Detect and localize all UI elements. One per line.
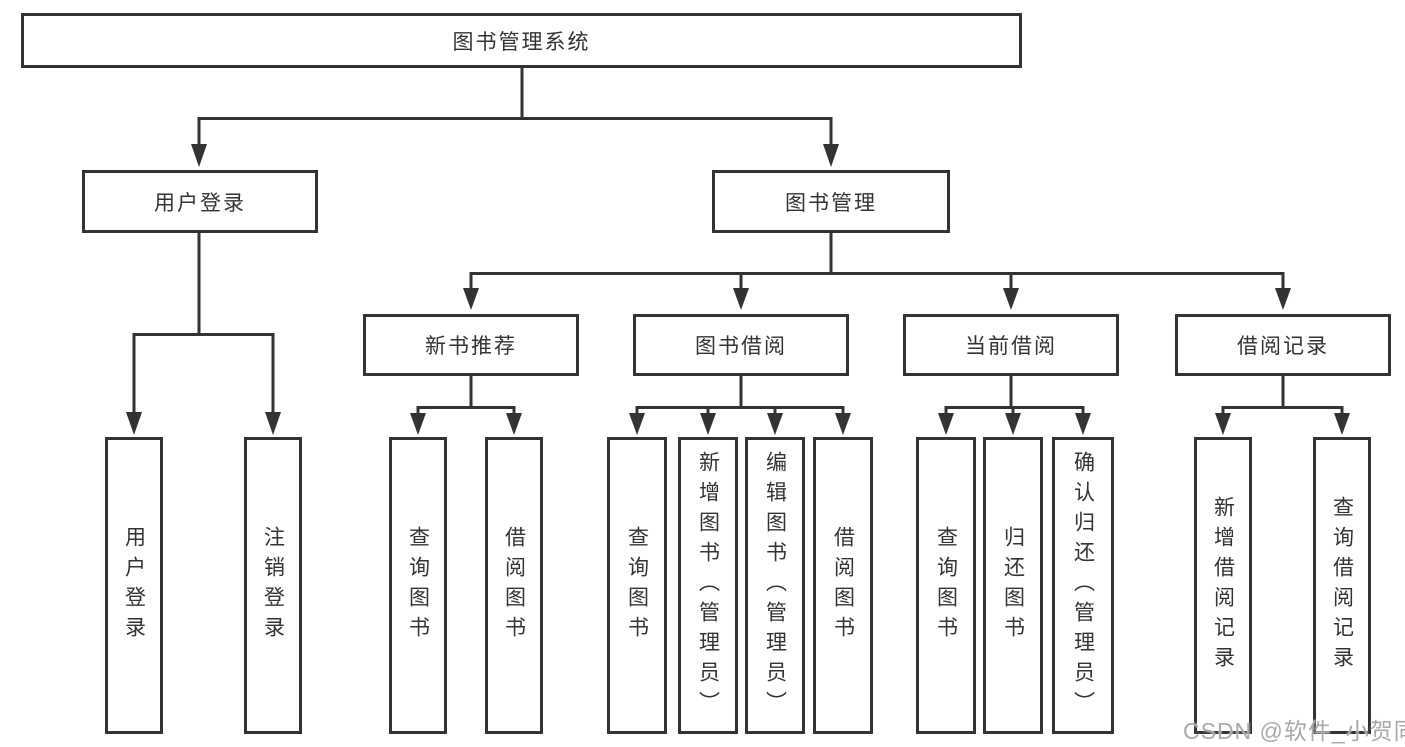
leaf-confirm-return-admin: 确认归还（管理员） <box>1052 437 1114 734</box>
arrow-down-icon <box>767 413 783 435</box>
arrow-down-icon <box>1334 413 1350 435</box>
leaf-borrow-books-recommend: 借阅图书 <box>485 437 543 734</box>
leaf-query-books-borrow: 查询图书 <box>607 437 667 734</box>
leaf-edit-books-admin: 编辑图书（管理员） <box>745 437 805 734</box>
connector-user-login-children <box>126 232 281 435</box>
arrow-down-icon <box>1075 413 1091 435</box>
node-borrow-record: 借阅记录 <box>1175 314 1391 376</box>
connector-line <box>635 375 845 416</box>
arrow-down-icon <box>1003 288 1019 310</box>
connector-line <box>469 232 1285 291</box>
connector-borrow-record-children <box>1215 375 1350 435</box>
arrow-down-icon <box>733 288 749 310</box>
arrow-down-icon <box>191 144 207 167</box>
arrow-down-icon <box>700 413 716 435</box>
leaf-add-books-admin: 新增图书（管理员） <box>678 437 738 734</box>
node-new-book-recommend: 新书推荐 <box>363 314 579 376</box>
arrow-down-icon <box>265 412 281 435</box>
leaf-query-borrow-record: 查询借阅记录 <box>1313 437 1371 734</box>
arrow-down-icon <box>463 288 479 310</box>
arrow-down-icon <box>629 413 645 435</box>
node-user-login: 用户登录 <box>82 170 318 233</box>
connector-line <box>132 232 275 416</box>
connector-line <box>197 67 833 148</box>
arrow-down-icon <box>506 413 522 435</box>
node-root: 图书管理系统 <box>21 13 1022 68</box>
connector-line <box>944 375 1085 416</box>
node-book-borrow: 图书借阅 <box>633 314 849 376</box>
connector-book-management-children <box>463 232 1291 310</box>
leaf-return-books: 归还图书 <box>983 437 1043 734</box>
arrow-down-icon <box>1215 413 1231 435</box>
connector-line <box>416 375 516 416</box>
arrow-down-icon <box>823 144 839 167</box>
leaf-borrow-books: 借阅图书 <box>813 437 873 734</box>
node-current-borrow: 当前借阅 <box>903 314 1119 376</box>
arrow-down-icon <box>126 412 142 435</box>
leaf-logout: 注销登录 <box>244 437 302 734</box>
leaf-query-books-recommend: 查询图书 <box>389 437 447 734</box>
arrow-down-icon <box>1005 413 1021 435</box>
leaf-query-books-current: 查询图书 <box>916 437 976 734</box>
leaf-user-login: 用户登录 <box>105 437 163 734</box>
connector-current-borrow-children <box>938 375 1091 435</box>
connector-new-book-children <box>410 375 522 435</box>
arrow-down-icon <box>835 413 851 435</box>
arrow-down-icon <box>938 413 954 435</box>
node-book-management: 图书管理 <box>712 170 950 233</box>
connector-book-borrow-children <box>629 375 851 435</box>
arrow-down-icon <box>1275 288 1291 310</box>
leaf-add-borrow-record: 新增借阅记录 <box>1194 437 1252 734</box>
connector-root-to-level2 <box>191 67 839 167</box>
arrow-down-icon <box>410 413 426 435</box>
watermark: CSDN @软件_小贺同学 <box>1183 718 1405 744</box>
connector-line <box>1221 375 1344 416</box>
